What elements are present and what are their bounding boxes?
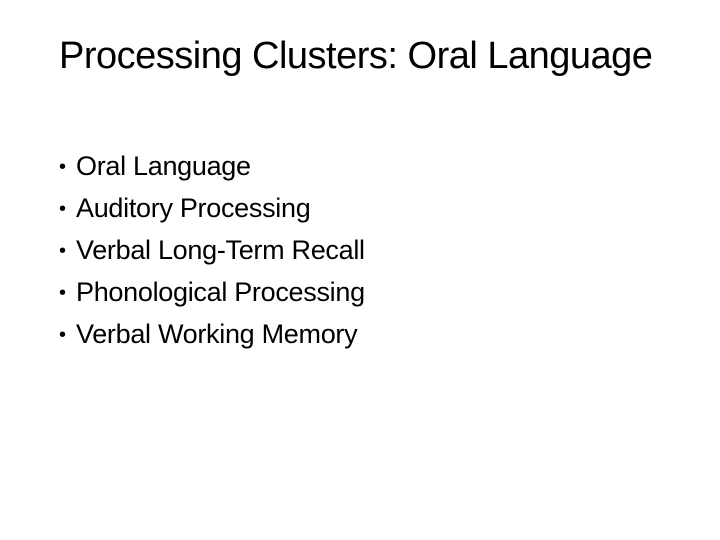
bullet-item: • Phonological Processing [59, 272, 365, 314]
bullet-text: Oral Language [76, 151, 251, 181]
bullet-text: Phonological Processing [76, 277, 365, 307]
bullet-item: • Auditory Processing [59, 188, 365, 230]
bullet-icon: • [59, 324, 66, 346]
bullet-item: • Verbal Working Memory [59, 314, 365, 356]
bullet-text: Verbal Long-Term Recall [76, 235, 365, 265]
bullet-icon: • [59, 198, 66, 220]
bullet-item: • Oral Language [59, 146, 365, 188]
bullet-text: Auditory Processing [76, 193, 311, 223]
slide-title: Processing Clusters: Oral Language [59, 35, 653, 77]
bullet-list: • Oral Language • Auditory Processing • Ver… [59, 146, 365, 356]
bullet-icon: • [59, 156, 66, 178]
bullet-item: • Verbal Long-Term Recall [59, 230, 365, 272]
bullet-icon: • [59, 282, 66, 304]
bullet-icon: • [59, 240, 66, 262]
bullet-text: Verbal Working Memory [76, 319, 358, 349]
